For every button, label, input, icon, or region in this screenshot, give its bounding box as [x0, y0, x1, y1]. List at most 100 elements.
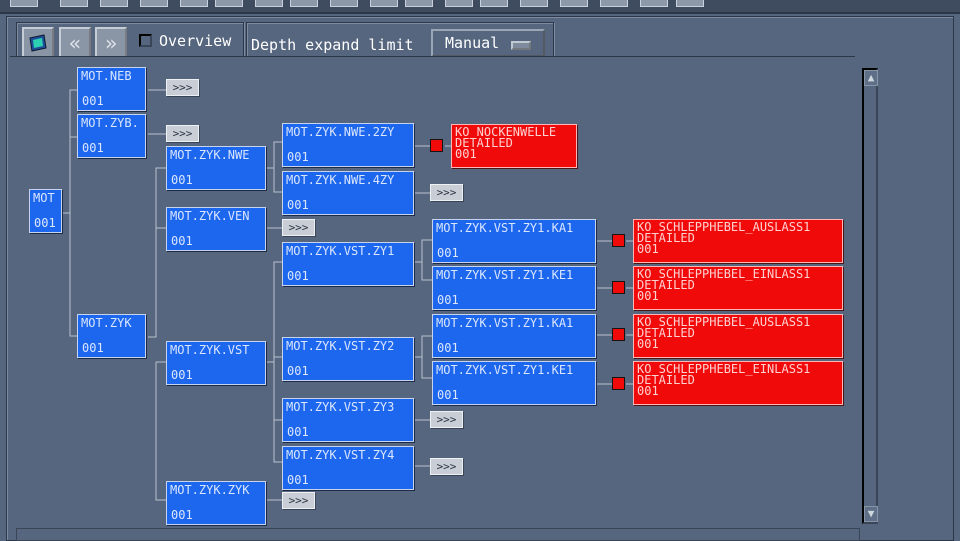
ko-node-auslass1[interactable]: KO_SCHLEPPHEBEL_AUSLASS1 DETAILED 001 [633, 314, 843, 358]
node-value: 001 [171, 234, 193, 248]
ko-node-auslass1[interactable]: KO_SCHLEPPHEBEL_AUSLASS1 DETAILED 001 [633, 219, 843, 263]
ko-name: KO_SCHLEPPHEBEL_EINLASS1 [637, 267, 811, 281]
overview-label: Overview [159, 32, 232, 50]
expand-more-button[interactable]: >>> [430, 411, 463, 428]
tree-node-mot-neb[interactable]: MOT.NEB 001 [77, 67, 146, 111]
node-name: MOT.ZYB. [81, 116, 139, 130]
tree-node-vst-zy3[interactable]: MOT.ZYK.VST.ZY3 001 [282, 398, 414, 442]
ko-link-marker[interactable] [612, 377, 625, 390]
node-name: MOT.NEB [81, 69, 132, 83]
scroll-up-arrow-icon[interactable]: ▲ [864, 70, 878, 86]
toolbar-button[interactable] [370, 0, 398, 7]
node-name: MOT.ZYK.NWE.4ZY [286, 173, 395, 187]
tree-node-mot[interactable]: MOT 001 [29, 189, 62, 233]
node-name: MOT.ZYK.VST.ZY3 [286, 400, 395, 414]
node-value: 001 [82, 341, 104, 355]
ko-value: 001 [637, 242, 659, 256]
overview-checkbox[interactable] [139, 34, 152, 47]
toolbar-button[interactable] [405, 0, 433, 7]
node-value: 001 [171, 368, 193, 382]
node-name: MOT.ZYK.VEN [170, 209, 250, 223]
expand-more-button[interactable]: >>> [282, 492, 315, 509]
tree-node-zyk-vst[interactable]: MOT.ZYK.VST 001 [166, 341, 266, 385]
ko-node-nockenwelle[interactable]: KO_NOCKENWELLE DETAILED 001 [451, 124, 577, 168]
ko-name: KO_SCHLEPPHEBEL_AUSLASS1 [637, 220, 811, 234]
toolbar-button[interactable] [255, 0, 283, 7]
tree-node-zyk-ven[interactable]: MOT.ZYK.VEN 001 [166, 207, 266, 251]
node-value: 001 [287, 473, 309, 487]
toolbar-button[interactable] [330, 0, 358, 7]
expand-more-button[interactable]: >>> [166, 79, 199, 96]
toolbar-button[interactable] [100, 0, 128, 7]
ko-link-marker[interactable] [430, 139, 443, 152]
expand-all-icon[interactable]: » [95, 27, 127, 59]
node-value: 001 [82, 94, 104, 108]
toolbar-button[interactable] [215, 0, 243, 7]
node-value: 001 [287, 425, 309, 439]
node-value: 001 [171, 508, 193, 522]
node-name: MOT.ZYK.VST.ZY1.KA1 [436, 221, 574, 235]
expand-more-button[interactable]: >>> [430, 458, 463, 475]
ko-node-einlass1[interactable]: KO_SCHLEPPHEBEL_EINLASS1 DETAILED 001 [633, 361, 843, 405]
ko-status: DETAILED [637, 278, 695, 292]
node-value: 001 [287, 150, 309, 164]
top-toolbar-strip [0, 0, 960, 14]
node-name: MOT.ZYK.VST [170, 343, 250, 357]
toolbar-button[interactable] [290, 0, 318, 7]
tree-view-icon[interactable] [22, 27, 54, 59]
ko-status: DETAILED [637, 373, 695, 387]
expand-more-button[interactable]: >>> [166, 125, 199, 142]
ko-status: DETAILED [637, 231, 695, 245]
toolbar-button[interactable] [520, 0, 548, 7]
toolbar-button[interactable] [445, 0, 473, 7]
tree-node-mot-zyk[interactable]: MOT.ZYK 001 [77, 314, 146, 358]
toolbar-button[interactable] [676, 0, 704, 7]
node-name: MOT.ZYK.VST.ZY1.KE1 [436, 268, 574, 282]
toolbar-button[interactable] [600, 0, 628, 7]
expand-more-button[interactable]: >>> [430, 184, 463, 201]
node-value: 001 [437, 388, 459, 402]
ko-value: 001 [455, 147, 477, 161]
tree-node-vst-zy2[interactable]: MOT.ZYK.VST.ZY2 001 [282, 337, 414, 381]
toolbar-button[interactable] [180, 0, 208, 7]
expand-more-button[interactable]: >>> [282, 219, 315, 236]
ko-link-marker[interactable] [612, 234, 625, 247]
tree-node-nwe-4zy[interactable]: MOT.ZYK.NWE.4ZY 001 [282, 171, 414, 215]
dropdown-indicator-icon [511, 41, 531, 50]
toolbar-button[interactable] [640, 0, 668, 7]
toolbar-button[interactable] [10, 0, 38, 7]
tree-node-zy1-ke1[interactable]: MOT.ZYK.VST.ZY1.KE1 001 [432, 266, 596, 310]
node-name: MOT.ZYK.VST.ZY4 [286, 448, 395, 462]
ko-status: DETAILED [637, 326, 695, 340]
node-name: MOT [33, 191, 55, 205]
ko-value: 001 [637, 384, 659, 398]
ko-node-einlass1[interactable]: KO_SCHLEPPHEBEL_EINLASS1 DETAILED 001 [633, 266, 843, 310]
tree-node-vst-zy4[interactable]: MOT.ZYK.VST.ZY4 001 [282, 446, 414, 490]
ko-link-marker[interactable] [612, 328, 625, 341]
vertical-scrollbar[interactable]: ▲ ▼ [862, 68, 878, 524]
tree-node-zy1-ka1[interactable]: MOT.ZYK.VST.ZY1.KA1 001 [432, 219, 596, 263]
node-name: MOT.ZYK.VST.ZY1.KE1 [436, 363, 574, 377]
tree-node-zy1-ka1[interactable]: MOT.ZYK.VST.ZY1.KA1 001 [432, 314, 596, 358]
tree-node-zy1-ke1[interactable]: MOT.ZYK.VST.ZY1.KE1 001 [432, 361, 596, 405]
toolbar-button[interactable] [60, 0, 88, 7]
ko-link-marker[interactable] [612, 281, 625, 294]
tree-node-vst-zy1[interactable]: MOT.ZYK.VST.ZY1 001 [282, 242, 414, 286]
depth-expand-label: Depth expand limit [251, 36, 414, 54]
node-value: 001 [437, 293, 459, 307]
scroll-down-arrow-icon[interactable]: ▼ [864, 506, 878, 522]
toolbar-button[interactable] [560, 0, 588, 7]
node-value: 001 [34, 216, 56, 230]
collapse-all-icon[interactable]: « [59, 27, 91, 59]
tree-node-mot-zyb[interactable]: MOT.ZYB. 001 [77, 114, 146, 158]
tree-node-nwe-2zy[interactable]: MOT.ZYK.NWE.2ZY 001 [282, 123, 414, 167]
toolbar-button[interactable] [480, 0, 508, 7]
node-name: MOT.ZYK.VST.ZY2 [286, 339, 395, 353]
ko-name: KO_NOCKENWELLE [455, 125, 557, 139]
horizontal-scrollbar[interactable] [16, 528, 860, 541]
toolbar-button[interactable] [140, 0, 168, 7]
ko-name: KO_SCHLEPPHEBEL_EINLASS1 [637, 362, 811, 376]
tree-node-zyk-nwe[interactable]: MOT.ZYK.NWE 001 [166, 146, 266, 190]
tree-node-zyk-zyk[interactable]: MOT.ZYK.ZYK 001 [166, 481, 266, 525]
